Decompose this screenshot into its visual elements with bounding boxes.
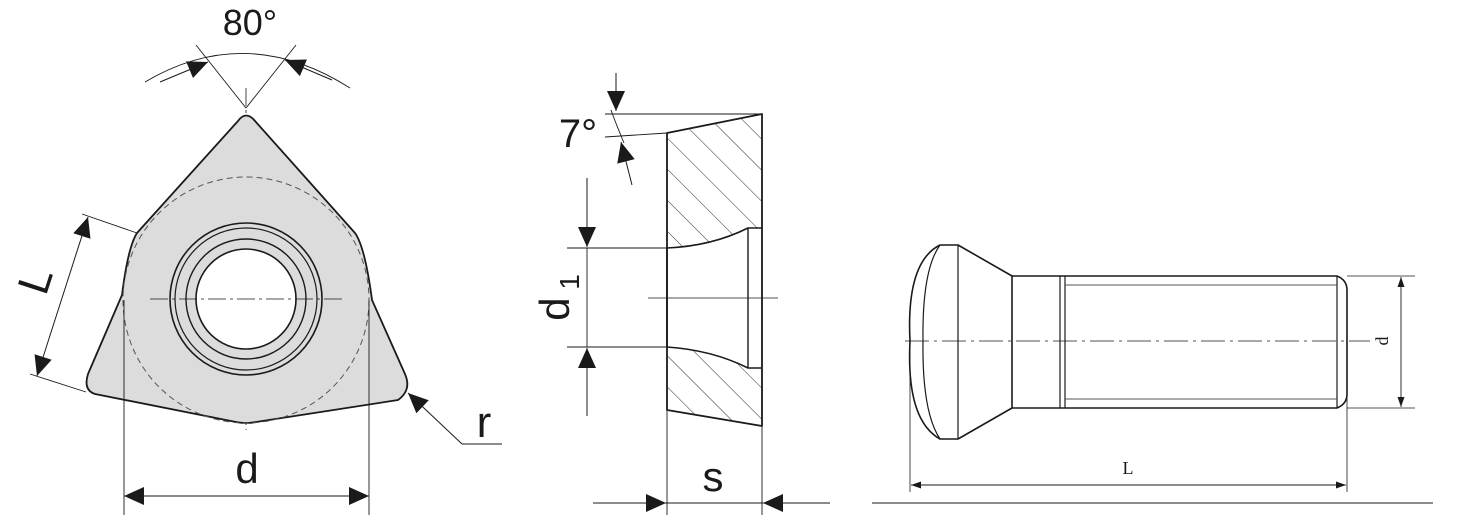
insert-top-view: 80° L d r [9,2,502,515]
corner-radius-leader [407,392,463,445]
insert-section-view: 7° d 1 s [531,73,830,515]
clearance-angle-label: 7° [559,112,597,156]
hole-diameter-subscript: 1 [554,274,585,290]
hole-diameter-label: d [531,297,578,320]
corner-radius-label: r [477,398,492,447]
screw-head [908,244,1013,440]
screw-length-label: L [1123,458,1134,478]
edge-length-dim-line [34,216,91,377]
thickness-label: s [703,453,724,500]
edge-length-label: L [9,261,63,299]
screw-shank [1012,275,1348,409]
screw-diameter-label: d [1372,337,1392,346]
screw-view: d L [872,244,1433,504]
angle-80-label: 80° [223,2,277,43]
inscribed-diameter-label: d [235,445,258,492]
